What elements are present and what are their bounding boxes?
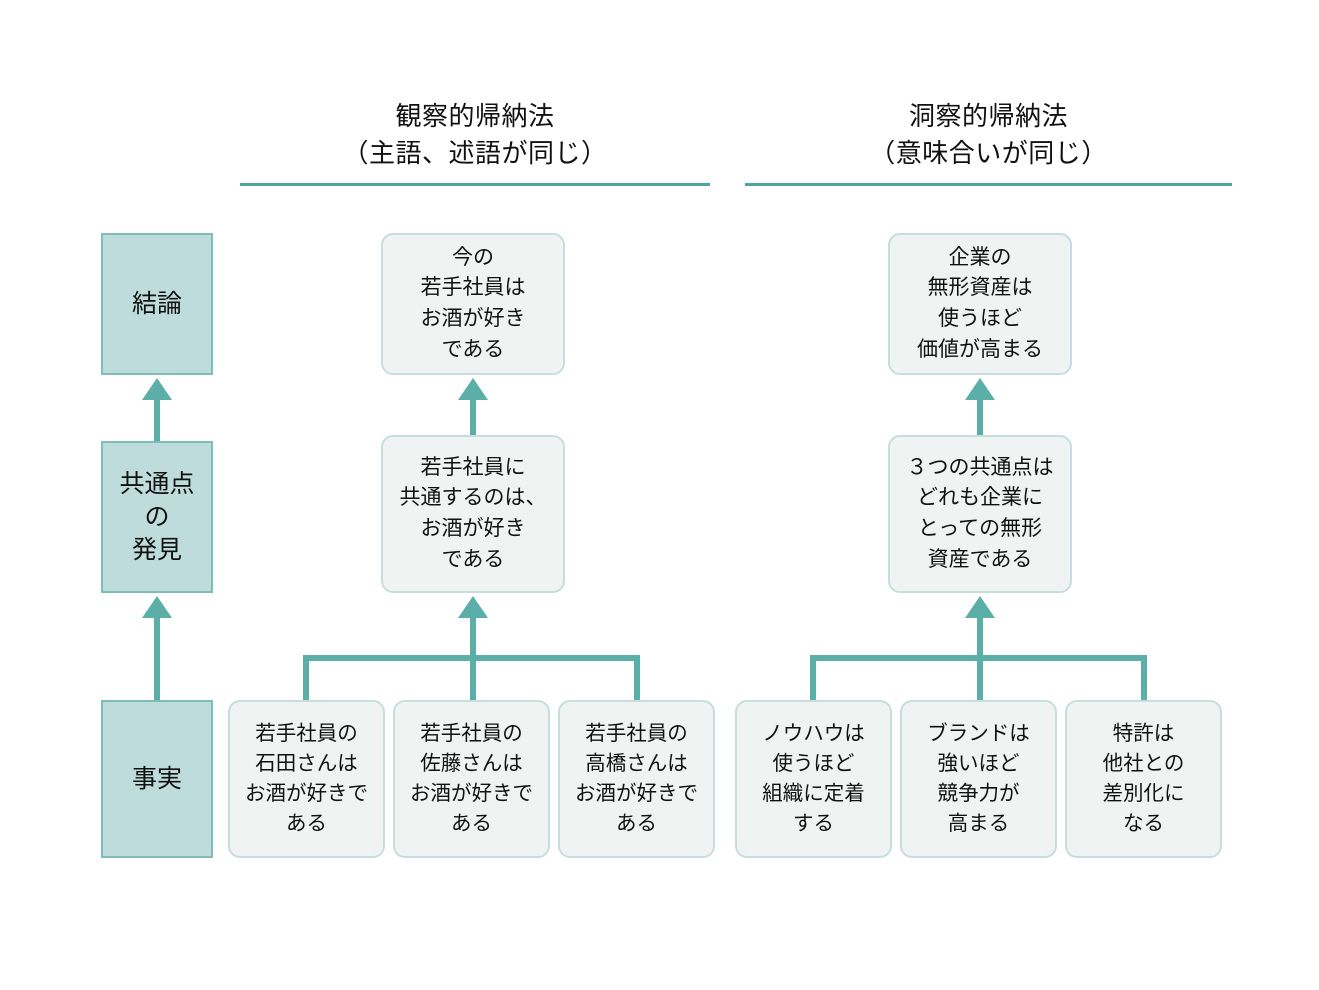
connector-arrow-observational-common-point <box>458 596 488 618</box>
connector-arrow-observational-conclusion <box>458 378 488 400</box>
connector-drop-insightful-fact-1 <box>810 655 816 702</box>
card-observational-fact-3[interactable]: 若手社員の 高橋さんは お酒が好きで ある <box>558 700 715 858</box>
card-observational-common-point[interactable]: 若手社員に 共通するのは、 お酒が好き である <box>381 435 565 593</box>
card-insightful-fact-2[interactable]: ブランドは 強いほど 競争力が 高まる <box>900 700 1057 858</box>
stage-arrow-head-fact <box>142 596 172 618</box>
stage-arrow-head-common-point <box>142 378 172 400</box>
card-insightful-fact-3[interactable]: 特許は 他社との 差別化に なる <box>1065 700 1222 858</box>
connector-stem-insightful-conclusion <box>977 400 983 442</box>
connector-arrow-insightful-conclusion <box>965 378 995 400</box>
column-header-observational: 観察的帰納法 （主語、述語が同じ） <box>342 101 608 168</box>
card-insightful-common-point[interactable]: ３つの共通点は どれも企業に とっての無形 資産である <box>888 435 1072 593</box>
stage-arrow-stem-common-point <box>154 400 160 442</box>
connector-stem-observational-conclusion <box>470 400 476 442</box>
connector-arrow-insightful-common-point <box>965 596 995 618</box>
card-observational-conclusion[interactable]: 今の 若手社員は お酒が好き である <box>381 233 565 375</box>
column-rule-insightful <box>745 183 1232 186</box>
connector-drop-insightful-fact-3 <box>1141 655 1147 702</box>
card-observational-fact-1[interactable]: 若手社員の 石田さんは お酒が好きで ある <box>228 700 385 858</box>
stage-box-common-point: 共通点 の 発見 <box>101 441 213 593</box>
connector-drop-observational-fact-1 <box>303 655 309 702</box>
card-observational-fact-2[interactable]: 若手社員の 佐藤さんは お酒が好きで ある <box>393 700 550 858</box>
stage-arrow-stem-fact <box>154 618 160 702</box>
connector-drop-observational-fact-3 <box>634 655 640 702</box>
stage-box-conclusion: 結論 <box>101 233 213 375</box>
column-header-insightful: 洞察的帰納法 （意味合いが同じ） <box>869 101 1108 168</box>
stage-box-fact: 事実 <box>101 700 213 858</box>
connector-bracket-insightful <box>810 655 1147 661</box>
column-rule-observational <box>240 183 710 186</box>
connector-bracket-observational <box>303 655 640 661</box>
card-insightful-conclusion[interactable]: 企業の 無形資産は 使うほど 価値が高まる <box>888 233 1072 375</box>
card-insightful-fact-1[interactable]: ノウハウは 使うほど 組織に定着 する <box>735 700 892 858</box>
